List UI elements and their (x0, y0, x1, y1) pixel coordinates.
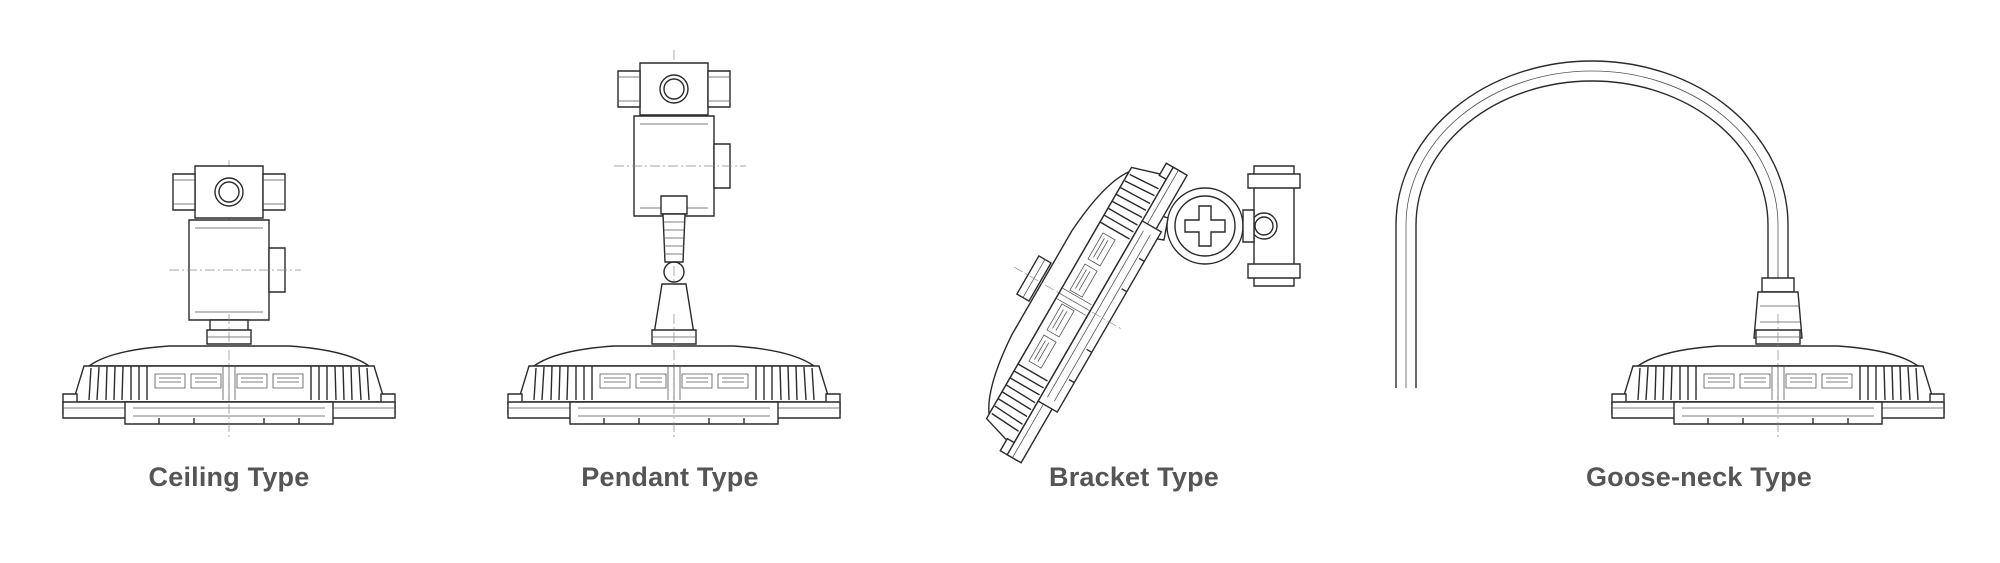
bracket-type-caption: Bracket Type (1049, 462, 1219, 492)
pendant-mount-light-drawing (507, 50, 841, 441)
goose-neck-type-caption: Goose-neck Type (1585, 462, 1813, 492)
bracket-mount-light-drawing (930, 122, 1300, 475)
pendant-type-caption: Pendant Type (581, 462, 759, 492)
ceiling-mount-light-drawing (62, 160, 396, 441)
ceiling-type-caption: Ceiling Type (148, 462, 310, 492)
goose-neck-mount-light-drawing (1396, 61, 1945, 441)
